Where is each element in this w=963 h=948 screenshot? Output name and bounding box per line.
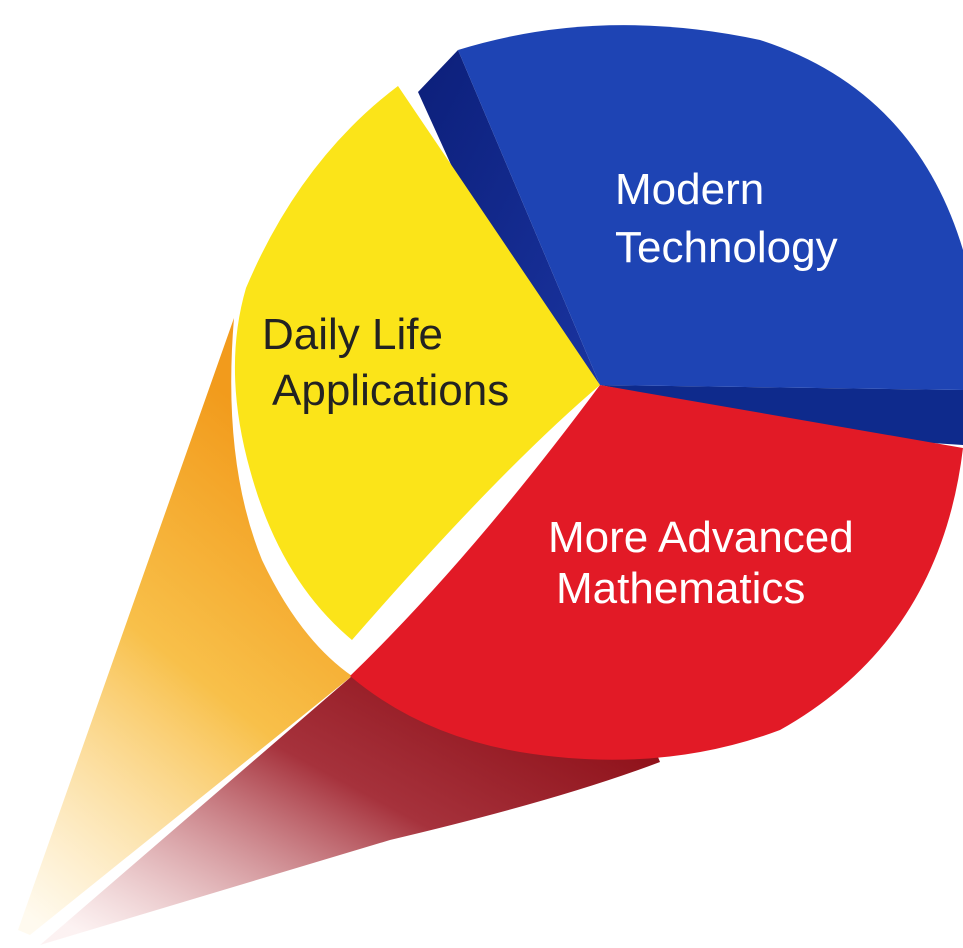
label-daily-life-line-1: Daily Life — [262, 310, 443, 359]
label-advanced-math-line-2: Mathematics — [556, 564, 805, 613]
label-daily-life-line-2: Applications — [272, 366, 509, 415]
label-advanced-math-line-1: More Advanced — [548, 513, 854, 562]
label-daily-life-applications: Daily Life Applications — [262, 310, 509, 415]
segment-modern-technology — [458, 25, 963, 390]
blue-side-face — [418, 50, 600, 400]
label-more-advanced-mathematics: More Advanced Mathematics — [548, 513, 866, 613]
segment-more-advanced-mathematics — [350, 385, 963, 760]
label-modern-technology-line-1: Modern — [615, 165, 764, 214]
label-modern-technology: Modern Technology — [615, 165, 838, 272]
yellow-cone-depth — [18, 318, 352, 935]
blue-bottom-face — [600, 385, 963, 445]
segment-daily-life-applications — [234, 86, 600, 640]
label-modern-technology-line-2: Technology — [615, 223, 838, 272]
